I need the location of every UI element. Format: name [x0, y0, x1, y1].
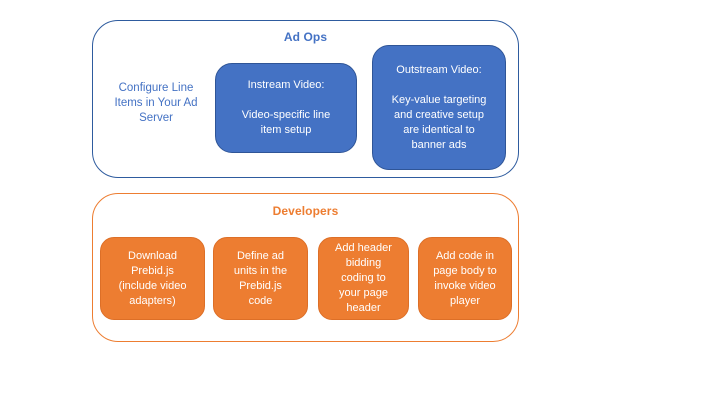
- define-ad-units-box: Define ad units in the Prebid.js code: [213, 237, 308, 320]
- add-page-body-code-box: Add code in page body to invoke video pl…: [418, 237, 512, 320]
- developers-group-title: Developers: [272, 204, 339, 218]
- outstream-video-box: Outstream Video: Key-value targeting and…: [372, 45, 506, 170]
- configure-line-items-note: Configure Line Items in Your Ad Server: [114, 82, 198, 124]
- instream-video-box: Instream Video: Video-specific line item…: [215, 63, 357, 153]
- ad-ops-group-title: Ad Ops: [283, 30, 328, 44]
- download-prebid-box: Download Prebid.js (include video adapte…: [100, 237, 205, 320]
- add-header-bidding-box: Add header bidding coding to your page h…: [318, 237, 409, 320]
